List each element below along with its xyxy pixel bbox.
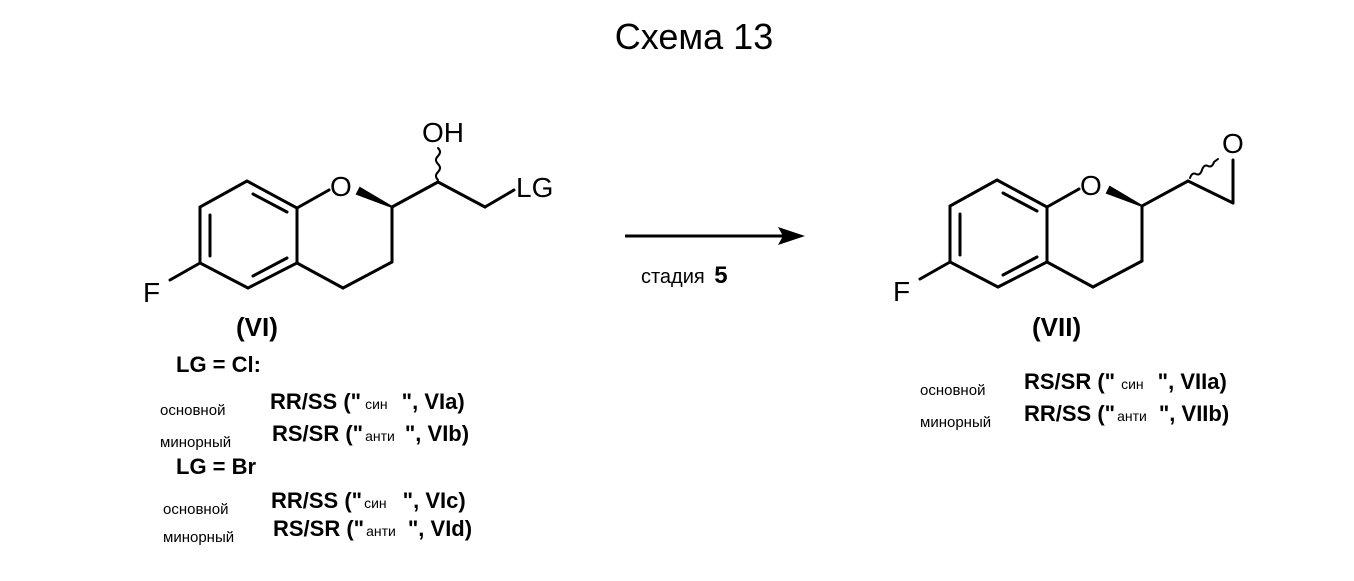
step-label: стадия 5 — [641, 262, 728, 290]
reactant-label: (VI) — [236, 312, 278, 343]
desc: анти — [364, 523, 408, 539]
desc: анти — [363, 428, 405, 444]
role: основной — [920, 382, 1024, 399]
desc: син — [361, 396, 402, 412]
role: минорный — [160, 434, 272, 451]
reactant-row-vib: минорныйRS/SR ("анти", VIb) — [160, 421, 469, 447]
suffix: ", VIb) — [405, 421, 469, 446]
reactant-row-vic: основнойRR/SS ("син", VIc) — [163, 488, 466, 514]
step-text: стадия — [641, 266, 705, 288]
config: RS/SR (" — [1024, 369, 1115, 394]
config: RR/SS (" — [270, 389, 361, 414]
product-row-viia: основнойRS/SR ("син", VIIa) — [920, 369, 1227, 395]
reactant-row-vid: минорныйRS/SR ("анти", VId) — [163, 516, 472, 542]
reactant-fluorine: F — [143, 277, 160, 308]
product-ring-oxygen: O — [1080, 170, 1102, 201]
reactant-leaving-group: LG — [516, 172, 553, 203]
reactant-ring-oxygen: O — [330, 171, 352, 202]
desc: син — [1115, 376, 1158, 392]
suffix: ", VIIb) — [1159, 401, 1229, 426]
step-number: 5 — [714, 262, 727, 289]
suffix: ", VIc) — [403, 488, 466, 513]
config: RS/SR (" — [273, 516, 364, 541]
suffix: ", VIIa) — [1158, 369, 1227, 394]
reactant-structure — [170, 148, 514, 288]
desc: син — [362, 495, 403, 511]
config: RS/SR (" — [272, 421, 363, 446]
lg-br-heading: LG = Br — [176, 454, 256, 480]
suffix: ", VIa) — [402, 389, 465, 414]
config: RR/SS (" — [271, 488, 362, 513]
role: минорный — [163, 529, 273, 546]
suffix: ", VId) — [408, 516, 472, 541]
desc: анти — [1115, 408, 1159, 424]
product-label: (VII) — [1032, 312, 1081, 343]
reaction-arrow — [625, 227, 805, 245]
product-epoxide-oxygen: O — [1222, 128, 1244, 159]
lg-cl-heading: LG = Cl: — [176, 352, 261, 378]
role: основной — [160, 402, 270, 419]
reactant-row-via: основнойRR/SS ("син", VIa) — [160, 389, 465, 415]
product-row-viib: минорныйRR/SS ("анти", VIIb) — [920, 401, 1229, 427]
product-structure — [920, 159, 1233, 287]
config: RR/SS (" — [1024, 401, 1115, 426]
role: минорный — [920, 414, 1024, 431]
product-fluorine: F — [893, 276, 910, 307]
reactant-hydroxyl: OH — [422, 117, 464, 148]
